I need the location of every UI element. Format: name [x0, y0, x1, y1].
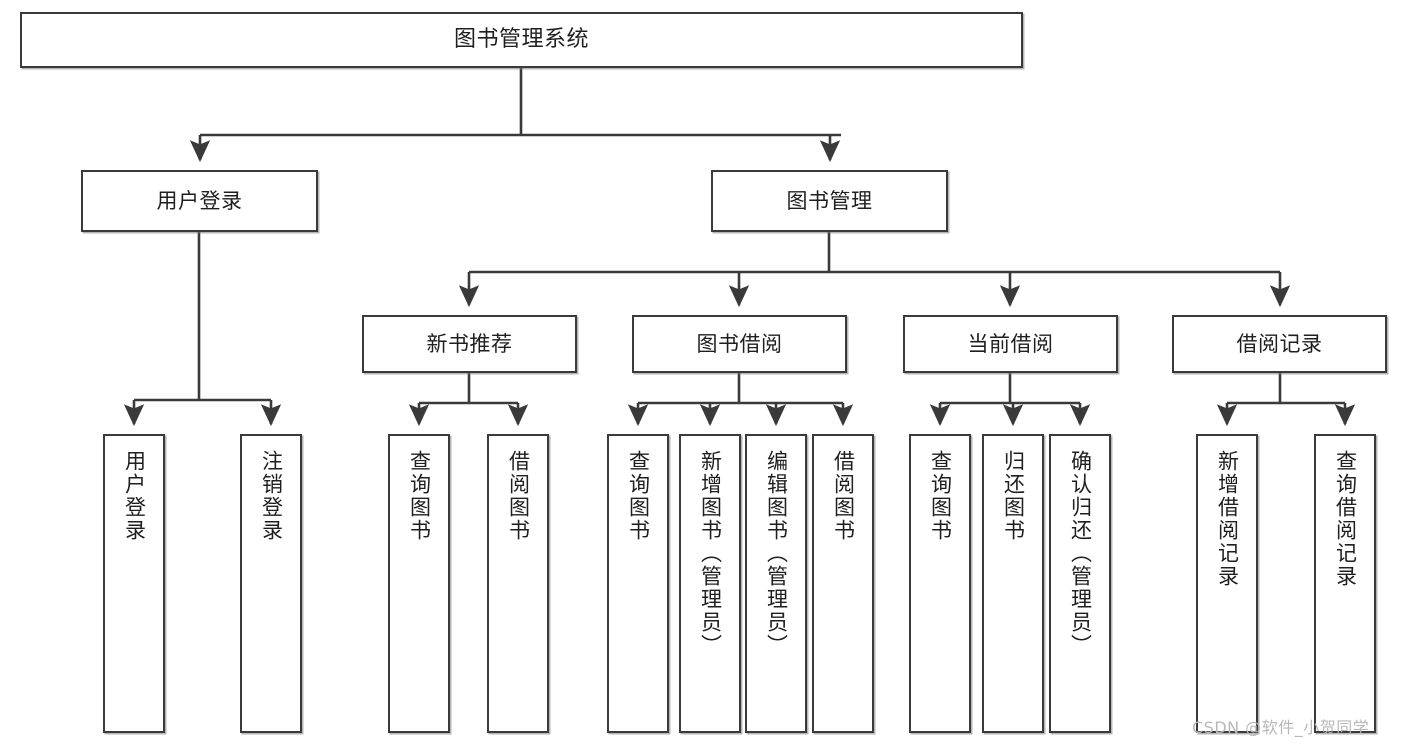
leaf-return-book[interactable]: 归还图书 — [982, 434, 1044, 733]
leaf-return-book-label: 归还图书 — [1001, 450, 1026, 542]
leaf-user-logout-label: 注销登录 — [259, 450, 284, 542]
node-book-management-label: 图书管理 — [786, 188, 873, 213]
leaf-query-book-current-label: 查询图书 — [928, 450, 953, 542]
leaf-edit-book-admin-label: 编辑图书（管理员） — [764, 450, 789, 657]
leaf-borrow-book-recommend[interactable]: 借阅图书 — [487, 434, 549, 733]
leaf-edit-book-admin[interactable]: 编辑图书（管理员） — [745, 434, 807, 733]
node-user-login-label: 用户登录 — [156, 188, 243, 213]
leaf-query-book-current[interactable]: 查询图书 — [909, 434, 971, 733]
leaf-query-borrow-record-label: 查询借阅记录 — [1333, 450, 1358, 588]
watermark: CSDN @软件_小贺同学 — [1192, 718, 1370, 737]
leaf-borrow-book-recommend-label: 借阅图书 — [506, 450, 531, 542]
leaf-borrow-book-label: 借阅图书 — [831, 450, 856, 542]
node-borrow-record[interactable]: 借阅记录 — [1172, 315, 1387, 373]
node-current-borrow-label: 当前借阅 — [967, 331, 1054, 356]
leaf-user-login-label: 用户登录 — [122, 450, 147, 542]
node-new-book-recommend-label: 新书推荐 — [426, 331, 513, 356]
leaf-query-book-borrow[interactable]: 查询图书 — [607, 434, 669, 733]
leaf-borrow-book[interactable]: 借阅图书 — [812, 434, 874, 733]
node-book-management[interactable]: 图书管理 — [711, 170, 948, 232]
node-book-borrow[interactable]: 图书借阅 — [632, 315, 847, 373]
leaf-confirm-return-admin-label: 确认归还（管理员） — [1068, 450, 1093, 657]
leaf-add-book-admin-label: 新增图书（管理员） — [698, 450, 723, 657]
leaf-query-borrow-record[interactable]: 查询借阅记录 — [1314, 434, 1376, 733]
leaf-query-book-recommend[interactable]: 查询图书 — [388, 434, 450, 733]
node-current-borrow[interactable]: 当前借阅 — [903, 315, 1118, 373]
node-new-book-recommend[interactable]: 新书推荐 — [362, 315, 577, 373]
leaf-user-login[interactable]: 用户登录 — [103, 434, 165, 733]
leaf-add-book-admin[interactable]: 新增图书（管理员） — [679, 434, 741, 733]
leaf-add-borrow-record-label: 新增借阅记录 — [1215, 450, 1240, 588]
node-root[interactable]: 图书管理系统 — [20, 12, 1023, 68]
node-borrow-record-label: 借阅记录 — [1236, 331, 1323, 356]
node-book-borrow-label: 图书借阅 — [696, 331, 783, 356]
leaf-add-borrow-record[interactable]: 新增借阅记录 — [1196, 434, 1258, 733]
leaf-query-book-borrow-label: 查询图书 — [626, 450, 651, 542]
leaf-confirm-return-admin[interactable]: 确认归还（管理员） — [1049, 434, 1111, 733]
leaf-query-book-recommend-label: 查询图书 — [407, 450, 432, 542]
node-root-label: 图书管理系统 — [453, 27, 589, 53]
node-user-login[interactable]: 用户登录 — [81, 170, 318, 232]
leaf-user-logout[interactable]: 注销登录 — [240, 434, 302, 733]
